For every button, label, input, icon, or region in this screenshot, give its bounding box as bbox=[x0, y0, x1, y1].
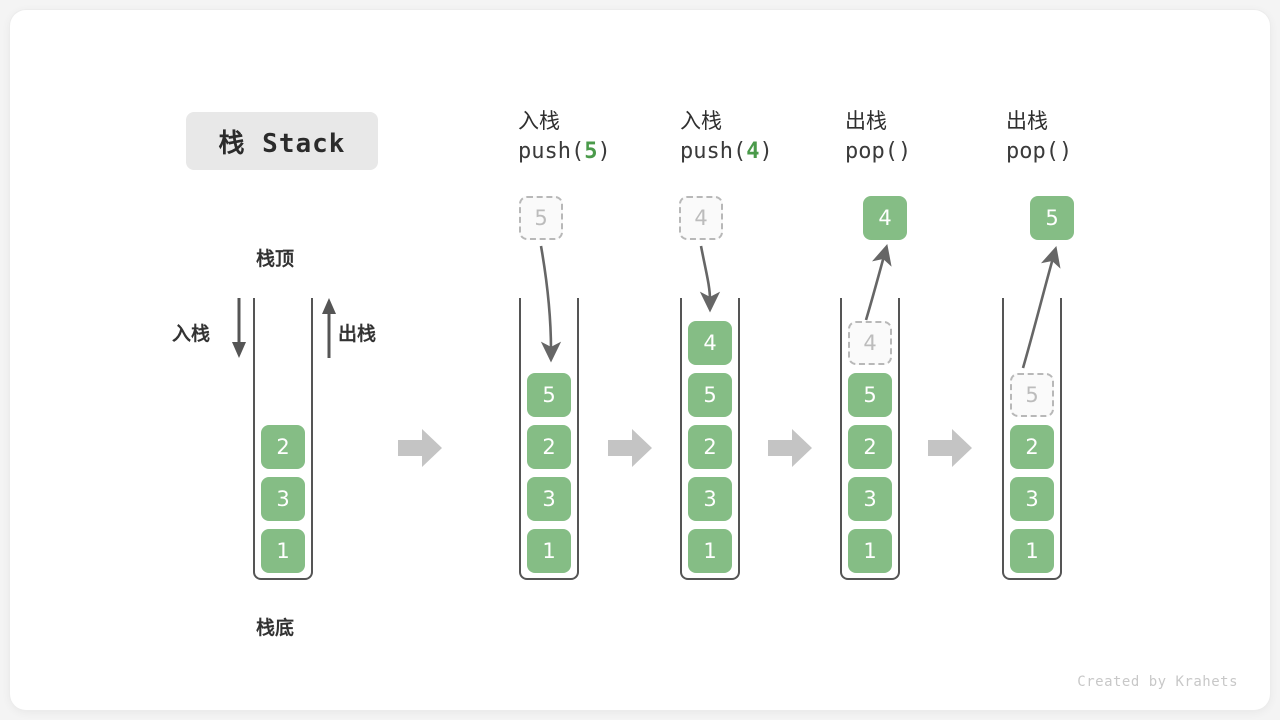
floating-cell-push-4: 4 bbox=[679, 196, 723, 240]
push-direction-arrow-icon bbox=[232, 298, 246, 358]
stack-cell: 5 bbox=[527, 373, 571, 417]
step-arrow-1-icon bbox=[398, 429, 442, 467]
column-header-pop-4: 出栈 pop() bbox=[845, 106, 911, 168]
stack-cell: 4 bbox=[688, 321, 732, 365]
column-header-cn: 入栈 bbox=[680, 109, 722, 133]
column-header-arg: 5 bbox=[584, 139, 598, 165]
step-arrow-2-icon bbox=[608, 429, 652, 467]
column-header-cn: 出栈 bbox=[1006, 109, 1048, 133]
step-arrow-3-icon bbox=[768, 429, 812, 467]
stack-cell: 1 bbox=[527, 529, 571, 573]
step-arrow-4-icon bbox=[928, 429, 972, 467]
stack-container-pop-4 bbox=[840, 298, 900, 580]
stack-container-pop-5 bbox=[1002, 298, 1062, 580]
floating-cell-pop-4: 4 bbox=[863, 196, 907, 240]
column-header-code: pop() bbox=[845, 139, 912, 165]
stack-cell: 1 bbox=[848, 529, 892, 573]
stack-cell: 5 bbox=[688, 373, 732, 417]
stack-cell: 5 bbox=[848, 373, 892, 417]
floating-cell-pop-5: 5 bbox=[1030, 196, 1074, 240]
stack-cell: 4 bbox=[848, 321, 892, 365]
stack-cell: 3 bbox=[527, 477, 571, 521]
column-header-cn: 入栈 bbox=[518, 109, 560, 133]
stack-cell: 1 bbox=[688, 529, 732, 573]
title-badge: 栈 Stack bbox=[186, 112, 378, 170]
pop-direction-label: 出栈 bbox=[338, 323, 377, 345]
stack-bottom-label: 栈底 bbox=[256, 617, 295, 639]
stack-cell: 5 bbox=[1010, 373, 1054, 417]
stack-container-push-4 bbox=[680, 298, 740, 580]
pop-direction-arrow-icon bbox=[322, 298, 336, 358]
stack-cell: 2 bbox=[688, 425, 732, 469]
column-header-push-5: 入栈 push(5) bbox=[518, 106, 611, 168]
column-header-push-4: 入栈 push(4) bbox=[680, 106, 773, 168]
column-header-cn: 出栈 bbox=[845, 109, 887, 133]
stack-cell: 1 bbox=[261, 529, 305, 573]
stack-cell: 2 bbox=[261, 425, 305, 469]
floating-cell-push-5: 5 bbox=[519, 196, 563, 240]
stack-cell: 3 bbox=[1010, 477, 1054, 521]
column-header-pop-5: 出栈 pop() bbox=[1006, 106, 1072, 168]
stack-cell: 3 bbox=[261, 477, 305, 521]
column-header-code: push(4) bbox=[680, 139, 773, 165]
stack-top-label: 栈顶 bbox=[256, 248, 295, 270]
stack-cell: 3 bbox=[848, 477, 892, 521]
stack-container-initial bbox=[253, 298, 313, 580]
stack-cell: 3 bbox=[688, 477, 732, 521]
stack-cell: 1 bbox=[1010, 529, 1054, 573]
column-header-code: push(5) bbox=[518, 139, 611, 165]
column-header-code: pop() bbox=[1006, 139, 1073, 165]
stack-cell: 2 bbox=[848, 425, 892, 469]
credit-text: Created by Krahets bbox=[1077, 674, 1238, 690]
stack-container-push-5 bbox=[519, 298, 579, 580]
column-header-arg: 4 bbox=[746, 139, 760, 165]
stack-cell: 2 bbox=[1010, 425, 1054, 469]
push-direction-label: 入栈 bbox=[172, 323, 211, 345]
stack-cell: 2 bbox=[527, 425, 571, 469]
